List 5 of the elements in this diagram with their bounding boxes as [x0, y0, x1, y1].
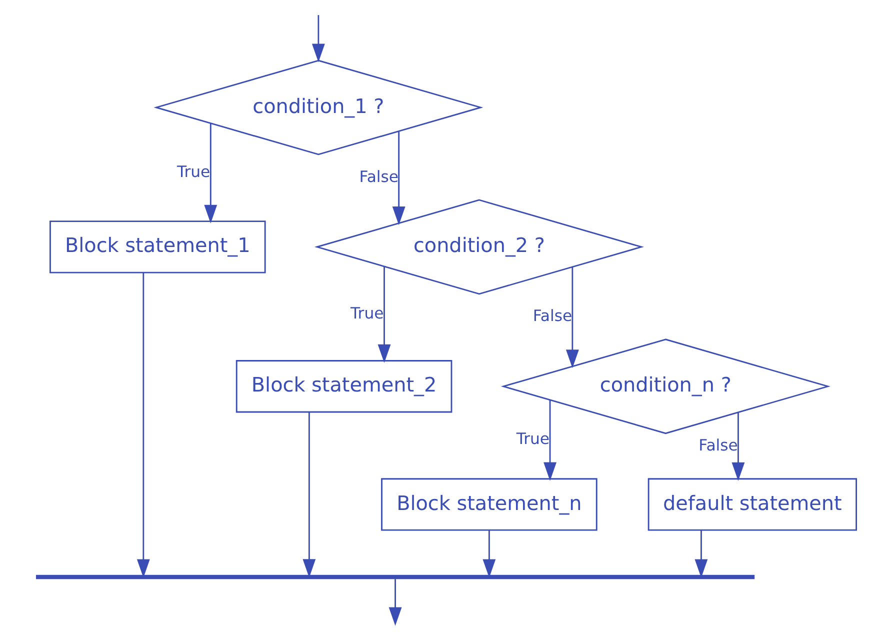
- edge-label: False: [698, 435, 738, 454]
- edge-label: False: [532, 306, 572, 326]
- edge-label: True: [176, 162, 210, 182]
- edge-label: True: [350, 304, 384, 323]
- edge-label: False: [358, 167, 398, 186]
